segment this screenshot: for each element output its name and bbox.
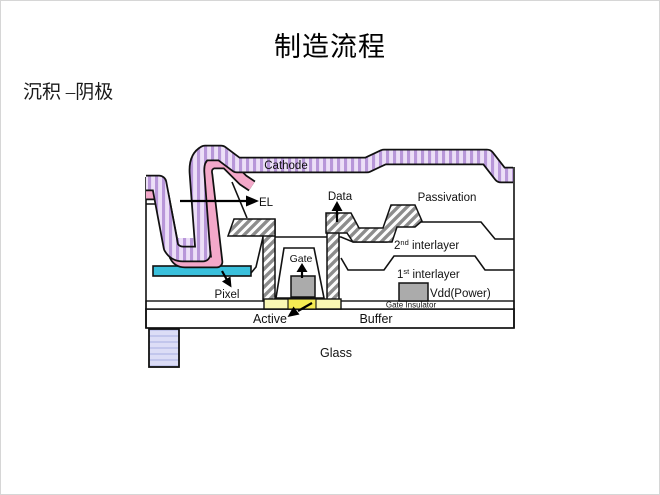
el-arrow <box>180 195 259 207</box>
slide-title: 制造流程 <box>274 32 386 62</box>
callout-arrows <box>180 195 343 317</box>
interlayer1-superscript: st <box>403 267 410 276</box>
active-label: Active <box>253 312 287 326</box>
first-interlayer-surface <box>340 255 514 271</box>
interlayer2-superscript: nd <box>400 238 408 247</box>
data-line-metal <box>325 204 423 243</box>
buffer-layer <box>145 308 515 329</box>
pixel-arrow <box>221 270 232 288</box>
pixel-label: Pixel <box>215 289 240 301</box>
source-metal <box>226 218 276 237</box>
interlayer2-number: 2 <box>394 240 400 252</box>
drain-contact-plug <box>326 230 340 302</box>
gate-electrode <box>290 275 316 298</box>
passivation-label: Passivation <box>418 192 477 204</box>
interlayer1-word: interlayer <box>409 269 460 281</box>
vdd-label: Vdd(Power) <box>430 288 491 300</box>
interlayer1-number: 1 <box>397 269 403 281</box>
slide-subtitle: 沉积 –阴极 <box>23 82 114 103</box>
el-label: EL <box>259 197 274 209</box>
glass-substrate-block <box>148 328 180 368</box>
data-label: Data <box>328 191 353 203</box>
second-interlayer-label: 2nd interlayer <box>394 238 459 252</box>
gate-insulator-label: Gate Insulator <box>386 301 437 310</box>
glass-label: Glass <box>320 346 352 360</box>
cathode-label: Cathode <box>264 160 307 172</box>
gate-label: Gate <box>290 253 313 265</box>
buffer-label: Buffer <box>359 312 392 326</box>
cathode-layer <box>146 144 513 263</box>
gate-arrow <box>296 263 308 278</box>
interlayer2-word: interlayer <box>409 240 460 252</box>
data-arrow <box>331 201 343 222</box>
active-arrow <box>287 302 313 317</box>
vdd-power-line <box>398 282 429 302</box>
first-interlayer-label: 1st interlayer <box>397 267 460 281</box>
